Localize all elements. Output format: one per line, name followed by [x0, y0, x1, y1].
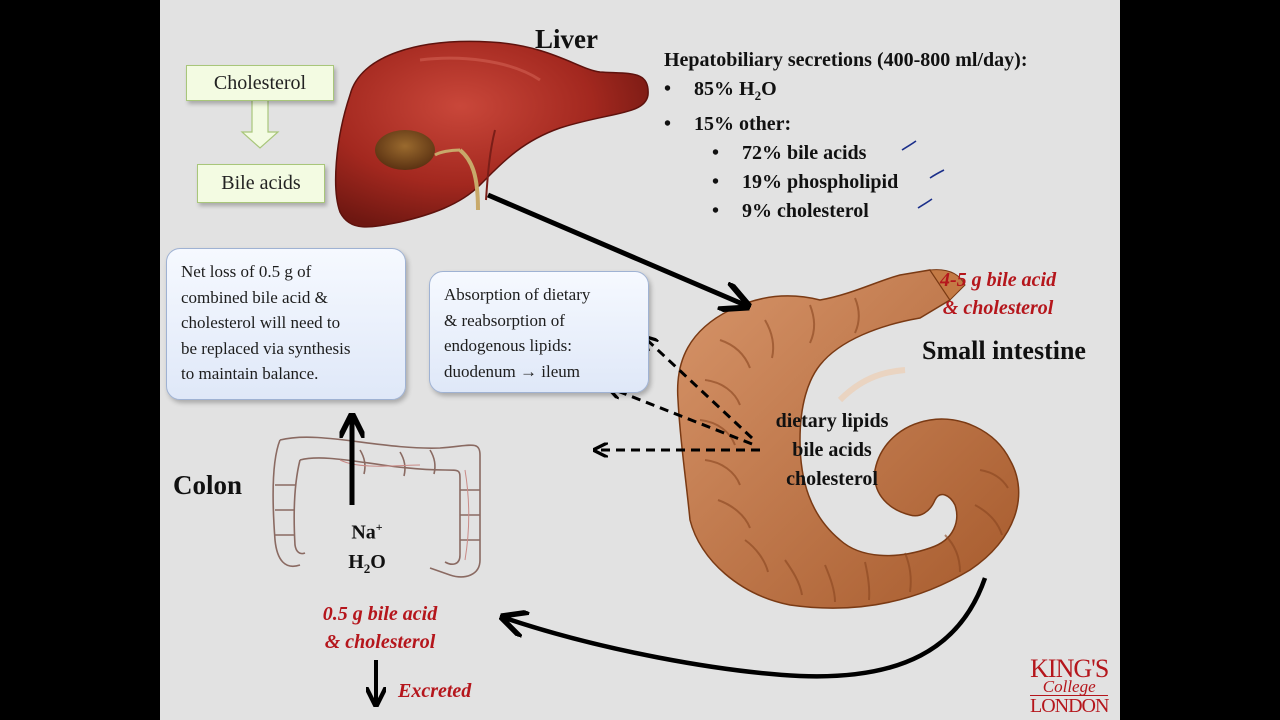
logo-line: College	[1042, 677, 1096, 696]
secretions-list: Hepatobiliary secretions (400-800 ml/day…	[664, 46, 1027, 226]
absorption-box: Absorption of dietary & reabsorption of …	[429, 271, 649, 393]
colon-amount: 0.5 g bile acid & cholesterol	[300, 600, 460, 656]
net-loss-box: Net loss of 0.5 g of combined bile acid …	[166, 248, 406, 400]
colon-absorption: Na+ H2O	[332, 513, 402, 583]
intestine-contents: dietary lipids bile acids cholesterol	[758, 407, 906, 494]
liver-label: Liver	[535, 24, 598, 54]
absorption-line: Absorption of dietary	[444, 285, 591, 304]
net-loss-line: cholesterol will need to	[181, 313, 341, 332]
secretions-title: Hepatobiliary secretions (400-800 ml/day…	[664, 49, 1028, 71]
small-intestine-label: Small intestine	[922, 336, 1086, 365]
kings-college-logo: KING'S College LONDON	[1030, 654, 1109, 717]
intestine-content-item: dietary lipids	[775, 410, 889, 432]
liver-illustration	[334, 40, 649, 228]
logo-line: LONDON	[1030, 695, 1109, 717]
flow-down-arrow	[240, 99, 280, 149]
reabsorption-dashed-arrows	[596, 338, 760, 450]
liver-to-intestine-arrow	[487, 192, 745, 305]
intestine-amount-line: 4-5 g bile acid	[940, 269, 1057, 291]
logo-line: KING'S	[1030, 654, 1109, 683]
illustrations	[240, 40, 1020, 720]
net-loss-line: be replaced via synthesis	[181, 338, 351, 358]
secretions-item: •19% phospholipid	[712, 171, 899, 193]
bile-acids-box: Bile acids	[197, 164, 325, 203]
intestine-content-item: cholesterol	[786, 468, 878, 490]
intestine-amount: 4-5 g bile acid & cholesterol	[940, 266, 1056, 322]
colon-amount-line: 0.5 g bile acid	[322, 603, 438, 625]
colon-amount-line: & cholesterol	[324, 631, 436, 653]
secretions-water: •85% H2O	[664, 78, 777, 103]
secretions-item: •72% bile acids	[712, 142, 867, 164]
intestine-content-item: bile acids	[792, 439, 872, 461]
absorption-line: endogenous lipids:	[444, 336, 572, 355]
secretions-other: •15% other:	[664, 113, 792, 135]
small-intestine-illustration	[676, 269, 1020, 609]
net-loss-line: combined bile acid &	[181, 287, 328, 307]
absorption-line: duodenum → ileum	[444, 361, 580, 381]
cholesterol-box: Cholesterol	[186, 65, 334, 101]
tick-marks	[901, 140, 945, 209]
intestine-amount-line: & cholesterol	[942, 297, 1054, 319]
sodium-label: Na+	[351, 520, 383, 544]
colon-label: Colon	[173, 470, 243, 500]
water-label: H2O	[348, 550, 386, 576]
secretions-item: •9% cholesterol	[712, 200, 869, 222]
net-loss-line: Net loss of 0.5 g of	[181, 262, 312, 281]
intestine-to-colon-arrow	[505, 577, 988, 679]
slide: Liver Small intestine Colon Cholesterol …	[160, 0, 1120, 720]
excreted-label: Excreted	[398, 680, 472, 702]
net-loss-line: to maintain balance.	[181, 364, 319, 383]
colon-illustration	[272, 436, 481, 578]
absorption-line: & reabsorption of	[444, 310, 565, 330]
